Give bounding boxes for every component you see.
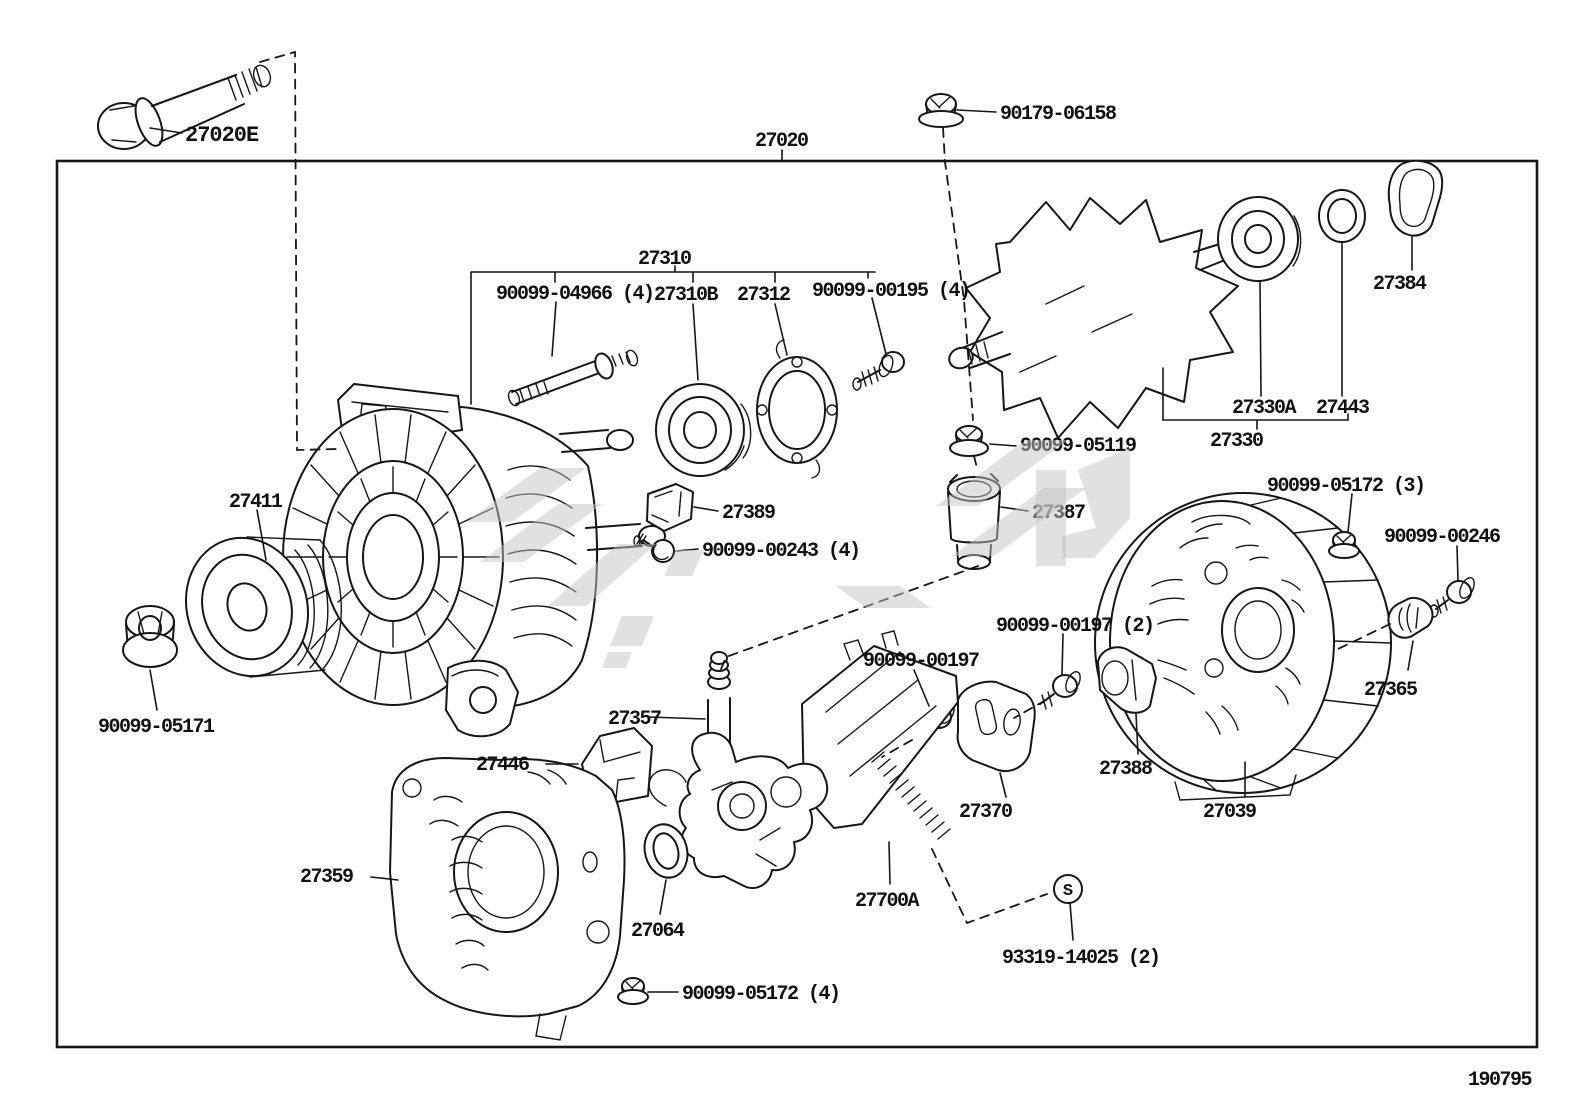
part-bearing-27310b [655, 383, 752, 477]
label-90099-05172-3: 90099-05172 (3) [1267, 475, 1425, 498]
part-screw-90099-00195 [852, 351, 905, 391]
part-front-housing [282, 383, 666, 738]
label-90099-00197: 90099-00197 [863, 650, 979, 673]
label-27443: 27443 [1316, 397, 1369, 420]
diagram-border-frame [55, 159, 1539, 1049]
part-stud-90099-04966 [507, 349, 639, 407]
label-27411: 27411 [229, 491, 283, 514]
part-labels: 27020E 27020 90179-06158 27310 90099-049… [98, 103, 1502, 1006]
label-27039: 27039 [1203, 801, 1256, 824]
label-27370: 27370 [959, 801, 1012, 824]
label-27310b: 27310B [654, 284, 719, 307]
label-27389: 27389 [722, 502, 775, 525]
part-rear-cover-27359 [389, 757, 626, 1041]
part-clip-27389 [646, 483, 694, 532]
label-27365: 27365 [1364, 679, 1417, 702]
part-rear-housing-27039 [1094, 492, 1392, 801]
label-90099-00197-2: 90099-00197 (2) [996, 615, 1154, 638]
part-seal-27064 [643, 823, 689, 879]
part-bolt-90099-00246 [1429, 577, 1475, 618]
s-marker: S [1053, 874, 1083, 904]
label-90099-00195: 90099-00195 (4) [812, 280, 970, 303]
label-27700a: 27700A [855, 890, 920, 913]
label-90099-05171: 90099-05171 [98, 716, 215, 739]
part-nut-90099-05172-4 [617, 977, 649, 1005]
watermark-logo [466, 440, 1130, 668]
label-27064: 27064 [631, 920, 685, 943]
part-bearing-27330a [1217, 196, 1302, 282]
label-27020: 27020 [755, 130, 808, 153]
label-27330: 27330 [1210, 430, 1263, 453]
label-90099-00243: 90099-00243 (4) [702, 540, 860, 563]
part-nut-90099-05172-3 [1328, 531, 1360, 559]
part-rotor-27330 [948, 197, 1239, 439]
label-90179-06158: 90179-06158 [1000, 103, 1116, 126]
label-27020e: 27020E [185, 123, 259, 148]
label-90099-05172-4: 90099-05172 (4) [682, 983, 840, 1006]
label-27312: 27312 [737, 284, 790, 307]
part-end-frame-27357 [648, 651, 829, 889]
part-brush-holder-27370 [956, 680, 1036, 772]
label-27330a: 27330A [1232, 397, 1297, 420]
part-retainer-27312 [756, 339, 838, 479]
part-cover-27384 [1387, 159, 1444, 237]
label-90099-04966: 90099-04966 (4) [496, 283, 654, 306]
label-90099-00246: 90099-00246 [1384, 526, 1500, 549]
part-nut-90179-06158 [918, 93, 964, 128]
part-nut-90099-05119 [949, 425, 989, 457]
part-ring-27443 [1318, 189, 1366, 243]
label-27310: 27310 [638, 248, 691, 271]
part-clamp-27365 [1387, 596, 1434, 639]
s-marker-letter: S [1063, 882, 1073, 901]
label-27384: 27384 [1373, 273, 1427, 296]
part-nut-90099-05171 [122, 605, 178, 668]
part-terminal-27388 [1097, 646, 1157, 714]
label-93319-14025: 93319-14025 (2) [1002, 947, 1160, 970]
part-bolt-27020e [97, 64, 272, 150]
part-pulley-27411 [184, 536, 343, 678]
label-27357: 27357 [608, 708, 661, 731]
housing-terminal-studs [559, 429, 666, 551]
sheet-code: 190795 [1468, 1069, 1532, 1092]
label-27446: 27446 [476, 754, 529, 777]
label-27359: 27359 [300, 866, 353, 889]
label-27388: 27388 [1099, 758, 1152, 781]
part-rectifier-27700a [801, 630, 959, 840]
